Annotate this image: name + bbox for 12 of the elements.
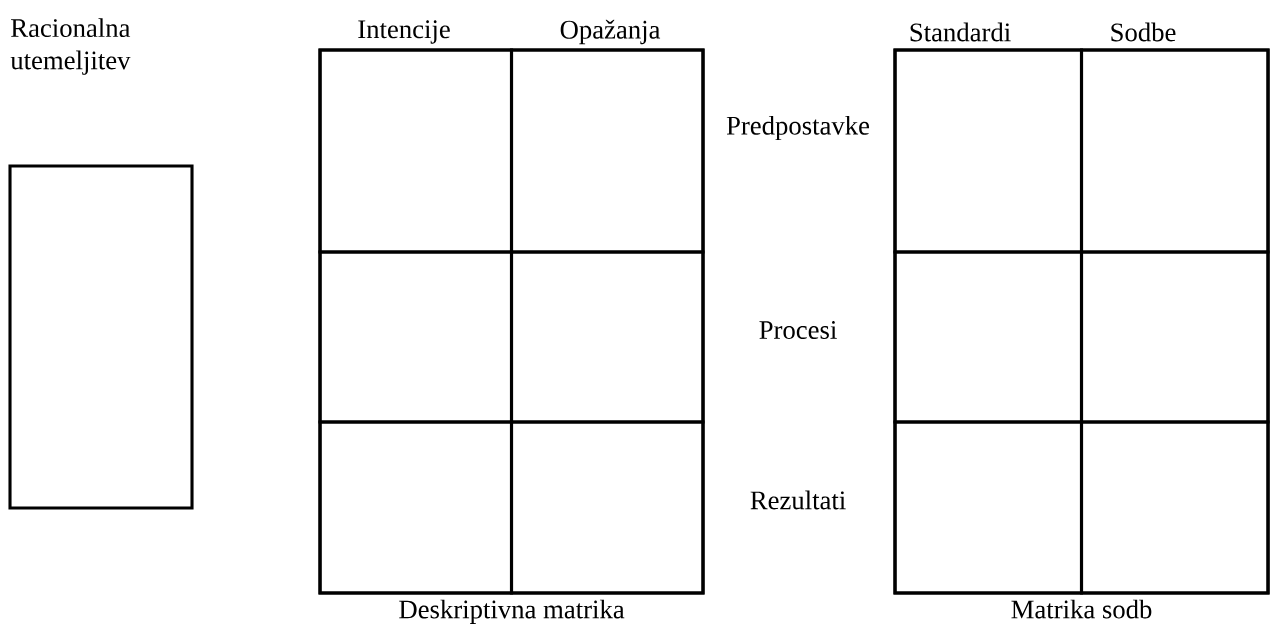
matrix-title: Matrika sodb (1011, 599, 1152, 619)
matrix-cell (1079, 420, 1270, 595)
row-heading: Procesi (759, 321, 837, 339)
row-heading: Rezultati (750, 490, 846, 510)
column-heading: Sodbe (1111, 22, 1176, 42)
matrix-cell (509, 420, 705, 595)
matrix-title: Deskriptivna matrika (399, 599, 625, 624)
box-heading: Racionalna utemeljitev (10, 18, 131, 75)
column-heading: Intencije (358, 20, 450, 44)
column-heading: Standardi (910, 22, 1011, 42)
column-heading: Opažanja (560, 19, 661, 45)
row-heading: Predpostavke (726, 115, 870, 141)
